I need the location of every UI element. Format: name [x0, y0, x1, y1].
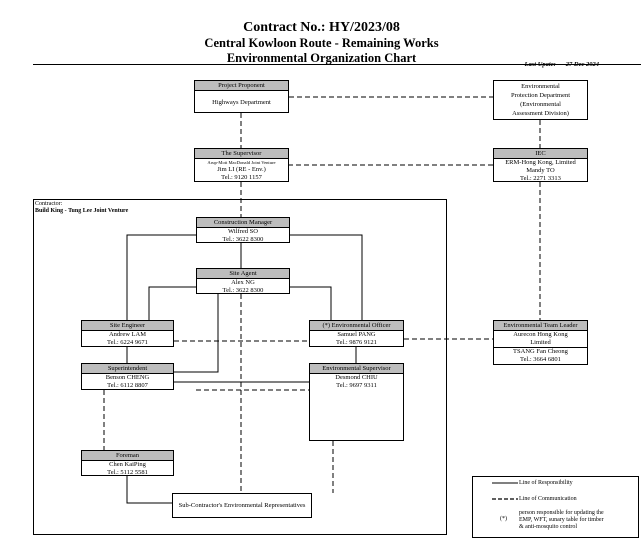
- contractor-name: Build King - Tung Lee Joint Venture: [35, 208, 129, 214]
- box-line: TSANG Fan Cheong: [513, 348, 568, 355]
- box-header: Foreman: [82, 451, 173, 461]
- contractor-frame: [33, 199, 447, 535]
- box-line: Assessment Division): [512, 110, 569, 117]
- title-project: Central Kowloon Route - Remaining Works: [204, 36, 439, 50]
- box-site-agent: Site Agent Alex NG Tel.: 3622 8300: [196, 268, 290, 294]
- box-line: Mandy TO: [526, 167, 555, 174]
- box-line: Tel.: 6112 8807: [107, 382, 148, 389]
- box-line: Chen KaiPing: [109, 461, 146, 468]
- header-divider: [33, 64, 641, 65]
- box-header: Environmental Supervisor: [310, 364, 403, 374]
- box-line: Tel.: 3622 8300: [222, 287, 264, 294]
- contractor-label: Contractor: Build King - Tung Lee Joint …: [35, 201, 128, 215]
- box-header: Project Proponent: [195, 81, 288, 91]
- legend-asterisk-note: person responsible for updating the EMP,…: [519, 510, 637, 531]
- box-line: Environmental: [521, 83, 560, 90]
- box-sub-section: TSANG Fan Cheong Tel.: 3664 6801: [494, 347, 587, 364]
- box-header: Site Engineer: [82, 321, 173, 331]
- box-line: Protection Department: [510, 92, 571, 99]
- box-line: Highways Department: [212, 99, 271, 106]
- box-env-team-leader: Environmental Team Leader Aurecon Hong K…: [493, 320, 588, 365]
- box-header: (*) Environmental Officer: [310, 321, 403, 331]
- line-sa-to-env-officer: [290, 286, 332, 320]
- box-line: Alex NG: [231, 279, 255, 286]
- box-line: Wilfred SO: [228, 228, 258, 235]
- box-project-proponent: Project Proponent Highways Department: [194, 80, 289, 113]
- box-subcontractor: Sub-Contractor's Environmental Represent…: [172, 493, 312, 518]
- box-line: Tel.: 3664 6801: [520, 356, 561, 363]
- box-line: Sub-Contractor's Environmental Represent…: [178, 502, 306, 509]
- line-cm-to-site-engineer: [126, 234, 196, 320]
- legend-responsibility-label: Line of Responsibility: [519, 480, 573, 486]
- box-foreman: Foreman Chen KaiPing Tel.: 5112 5581: [81, 450, 174, 476]
- box-env-supervisor: Environmental Supervisor Desmond CHIU Te…: [309, 363, 404, 441]
- box-superintendent: Superintendent Benson CHENG Tel.: 6112 8…: [81, 363, 174, 390]
- box-line: Limited: [530, 339, 551, 346]
- box-construction-manager: Construction Manager Wilfred SO Tel.: 36…: [196, 217, 290, 243]
- box-line: Benson CHENG: [105, 374, 150, 381]
- box-header: The Supervisor: [195, 149, 288, 159]
- box-line: ERM-Hong Kong, Limited: [505, 159, 576, 166]
- legend-note-line: & anti-mosquito control: [519, 524, 577, 530]
- legend-communication-label: Line of Communication: [519, 496, 577, 502]
- line-cm-to-env-officer: [290, 234, 363, 320]
- box-line: Tel.: 9876 9121: [336, 339, 377, 346]
- box-iec: IEC ERM-Hong Kong, Limited Mandy TO Tel.…: [493, 148, 588, 182]
- box-line: Tel.: 9120 1157: [221, 174, 262, 181]
- box-line: Tel.: 2271 3313: [520, 175, 561, 182]
- line-sa-to-superintendent: [174, 294, 219, 373]
- box-line: Tel.: 3622 8300: [222, 236, 264, 243]
- contractor-label-text: Contractor:: [35, 201, 63, 207]
- box-sub: Arup-Mott MacDonald Joint Venture: [207, 160, 276, 165]
- box-line: Tel.: 5112 5581: [107, 469, 148, 476]
- box-line: Aurecon Hong Kong: [513, 331, 568, 338]
- legend-note-line: person responsible for updating the: [519, 510, 604, 516]
- box-env-officer: (*) Environmental Officer Samuel PANG Te…: [309, 320, 404, 347]
- line-sa-to-site-engineer: [148, 286, 196, 320]
- title-contract-no: Contract No.: HY/2023/08: [243, 20, 400, 35]
- title-chart: Environmental Organization Chart: [226, 51, 417, 65]
- box-site-engineer: Site Engineer Andrew LAM Tel.: 6224 9671: [81, 320, 174, 347]
- legend: [472, 476, 639, 538]
- box-line: Tel.: 6224 9671: [107, 339, 148, 346]
- box-line: Andrew LAM: [108, 331, 146, 338]
- box-header: IEC: [494, 149, 587, 159]
- box-line: Jim LI (RE - Env.): [217, 166, 266, 173]
- box-line: Samuel PANG: [337, 331, 376, 338]
- legend-asterisk: (*): [500, 516, 507, 522]
- box-line: (Environmental: [520, 101, 561, 108]
- box-line: Desmond CHIU: [335, 374, 378, 381]
- box-line: Tel.: 9697 9311: [336, 382, 377, 389]
- box-header: Superintendent: [82, 364, 173, 374]
- line-foreman-to-subcontractor: [126, 476, 172, 504]
- box-header: Construction Manager: [197, 218, 289, 228]
- box-epd: Environmental Protection Department (Env…: [493, 80, 588, 120]
- box-header: Environmental Team Leader: [494, 321, 587, 331]
- legend-note-line: EMP, WFT, sunary table for timber: [519, 517, 604, 523]
- box-supervisor: The Supervisor Arup-Mott MacDonald Joint…: [194, 148, 289, 182]
- box-header: Site Agent: [197, 269, 289, 279]
